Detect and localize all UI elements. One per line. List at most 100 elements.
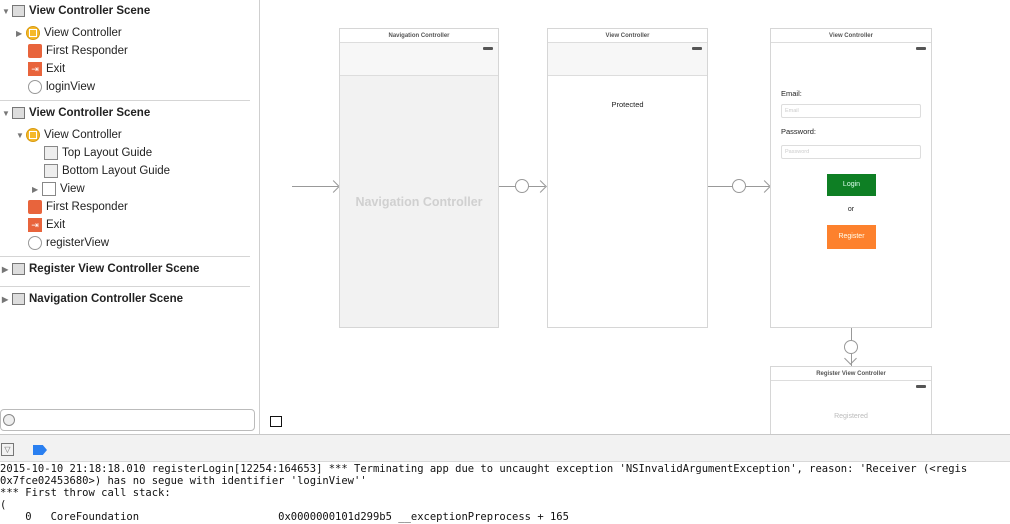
- email-field[interactable]: Email: [781, 104, 921, 118]
- disclosure-closed-icon[interactable]: ▶: [32, 184, 39, 194]
- login-view-controller-scene[interactable]: View Controller Email: Email Password: P…: [770, 28, 932, 328]
- outline-view[interactable]: ▶ View: [32, 180, 85, 198]
- label: View Controller Scene: [29, 5, 151, 17]
- outline-segue-loginview[interactable]: loginView: [28, 78, 95, 96]
- navigation-bar: [340, 43, 498, 76]
- battery-icon: [916, 47, 926, 50]
- login-button[interactable]: Login: [827, 174, 876, 196]
- disclosure-closed-icon[interactable]: ▶: [2, 264, 9, 274]
- entry-point-arrow[interactable]: [292, 186, 338, 187]
- navigation-bar: [548, 43, 707, 76]
- console-output[interactable]: 2015-10-10 21:18:18.010 registerLogin[12…: [0, 463, 1010, 523]
- label: First Responder: [46, 201, 128, 213]
- label: Navigation Controller Scene: [29, 293, 184, 305]
- modal-segue-icon[interactable]: [844, 340, 858, 354]
- label: View Controller: [44, 129, 122, 141]
- label: Bottom Layout Guide: [62, 165, 171, 177]
- arrow-head-icon: [844, 352, 857, 365]
- disclosure-open-icon[interactable]: ▼: [2, 6, 10, 16]
- password-field[interactable]: Password: [781, 145, 921, 159]
- outline-scene-2[interactable]: ▼ View Controller Scene: [2, 104, 150, 122]
- document-outline: ▼ View Controller Scene ▶ View Controller …: [0, 0, 260, 434]
- console-line: (: [0, 499, 7, 511]
- disclosure-open-icon[interactable]: ▼: [2, 108, 10, 118]
- scene-icon: [12, 5, 25, 17]
- label: First Responder: [46, 45, 128, 57]
- scene-icon: [12, 293, 25, 305]
- scene-icon: [12, 107, 25, 119]
- label: View Controller: [44, 27, 122, 39]
- relationship-segue-icon[interactable]: [515, 179, 529, 193]
- register-button[interactable]: Register: [827, 225, 876, 249]
- layout-guide-icon: [44, 164, 58, 178]
- arrow-head-icon: [758, 180, 771, 193]
- outline-view-controller-1[interactable]: ▶ View Controller: [16, 24, 122, 42]
- register-view-controller-scene[interactable]: Register View Controller Registered: [770, 366, 932, 434]
- label: Top Layout Guide: [62, 147, 153, 159]
- layout-guide-icon: [44, 146, 58, 160]
- outline-first-responder-1[interactable]: First Responder: [28, 42, 128, 60]
- scene-title: View Controller: [771, 29, 931, 43]
- outline-filter-input[interactable]: [0, 409, 255, 431]
- storyboard-canvas[interactable]: Navigation Controller Navigation Control…: [261, 0, 1010, 434]
- hide-debug-area-icon[interactable]: ▽: [1, 443, 14, 456]
- label: Exit: [46, 219, 66, 231]
- outline-top-layout-guide[interactable]: Top Layout Guide: [44, 144, 152, 162]
- disclosure-open-icon[interactable]: ▼: [16, 130, 24, 140]
- debug-bar: ▽: [0, 434, 1010, 462]
- scene-title: Register View Controller: [771, 367, 931, 381]
- password-label: Password:: [781, 127, 817, 136]
- exit-icon: ⇥: [28, 62, 42, 76]
- segue-icon: [28, 236, 42, 250]
- divider: [0, 286, 250, 287]
- battery-icon: [483, 47, 493, 50]
- registered-label: Registered: [834, 413, 868, 420]
- label: Register View Controller Scene: [29, 263, 200, 275]
- outline-view-controller-2[interactable]: ▼ View Controller: [16, 126, 122, 144]
- scene-title: Navigation Controller: [340, 29, 498, 43]
- console-line: 2015-10-10 21:18:18.010 registerLogin[12…: [0, 463, 968, 475]
- label: View Controller Scene: [29, 107, 151, 119]
- filter-icon: [3, 414, 15, 426]
- arrow-head-icon: [534, 180, 547, 193]
- breakpoints-icon[interactable]: [33, 445, 47, 455]
- toggle-outline-icon[interactable]: [270, 416, 282, 427]
- placeholder-label: Navigation Controller: [340, 76, 498, 327]
- outline-exit-1[interactable]: ⇥ Exit: [28, 60, 65, 78]
- outline-scene-3[interactable]: ▶ Register View Controller Scene: [2, 260, 199, 278]
- first-responder-icon: [28, 200, 42, 214]
- disclosure-closed-icon[interactable]: ▶: [2, 294, 9, 304]
- battery-icon: [692, 47, 702, 50]
- scene-title: View Controller: [548, 29, 707, 43]
- label: registerView: [46, 237, 110, 249]
- scene-icon: [12, 263, 25, 275]
- view-icon: [42, 182, 56, 196]
- outline-segue-registerview[interactable]: registerView: [28, 234, 109, 252]
- console-line: 0 CoreFoundation 0x0000000101d299b5 __ex…: [0, 511, 569, 523]
- protected-view-controller-scene[interactable]: View Controller Protected: [547, 28, 708, 328]
- view-controller-icon: [26, 128, 40, 142]
- arrow-head-icon: [327, 180, 340, 193]
- email-label: Email:: [781, 89, 802, 98]
- exit-icon: ⇥: [28, 218, 42, 232]
- segue-icon: [28, 80, 42, 94]
- first-responder-icon: [28, 44, 42, 58]
- label: loginView: [46, 81, 96, 93]
- navigation-controller-scene[interactable]: Navigation Controller Navigation Control…: [339, 28, 499, 328]
- or-label: or: [847, 206, 855, 213]
- outline-scene-1[interactable]: ▼ View Controller Scene: [2, 2, 150, 20]
- outline-scene-4[interactable]: ▶ Navigation Controller Scene: [2, 290, 183, 308]
- outline-exit-2[interactable]: ⇥ Exit: [28, 216, 65, 234]
- console-line: 0x7fce02453680>) has no segue with ident…: [0, 475, 367, 487]
- protected-label: Protected: [611, 100, 644, 109]
- disclosure-closed-icon[interactable]: ▶: [16, 28, 23, 38]
- label: View: [60, 183, 85, 195]
- battery-icon: [916, 385, 926, 388]
- outline-first-responder-2[interactable]: First Responder: [28, 198, 128, 216]
- outline-bottom-layout-guide[interactable]: Bottom Layout Guide: [44, 162, 170, 180]
- view-controller-icon: [26, 26, 40, 40]
- label: Exit: [46, 63, 66, 75]
- divider: [0, 256, 250, 257]
- console-line: *** First throw call stack:: [0, 487, 171, 499]
- push-segue-icon[interactable]: [732, 179, 746, 193]
